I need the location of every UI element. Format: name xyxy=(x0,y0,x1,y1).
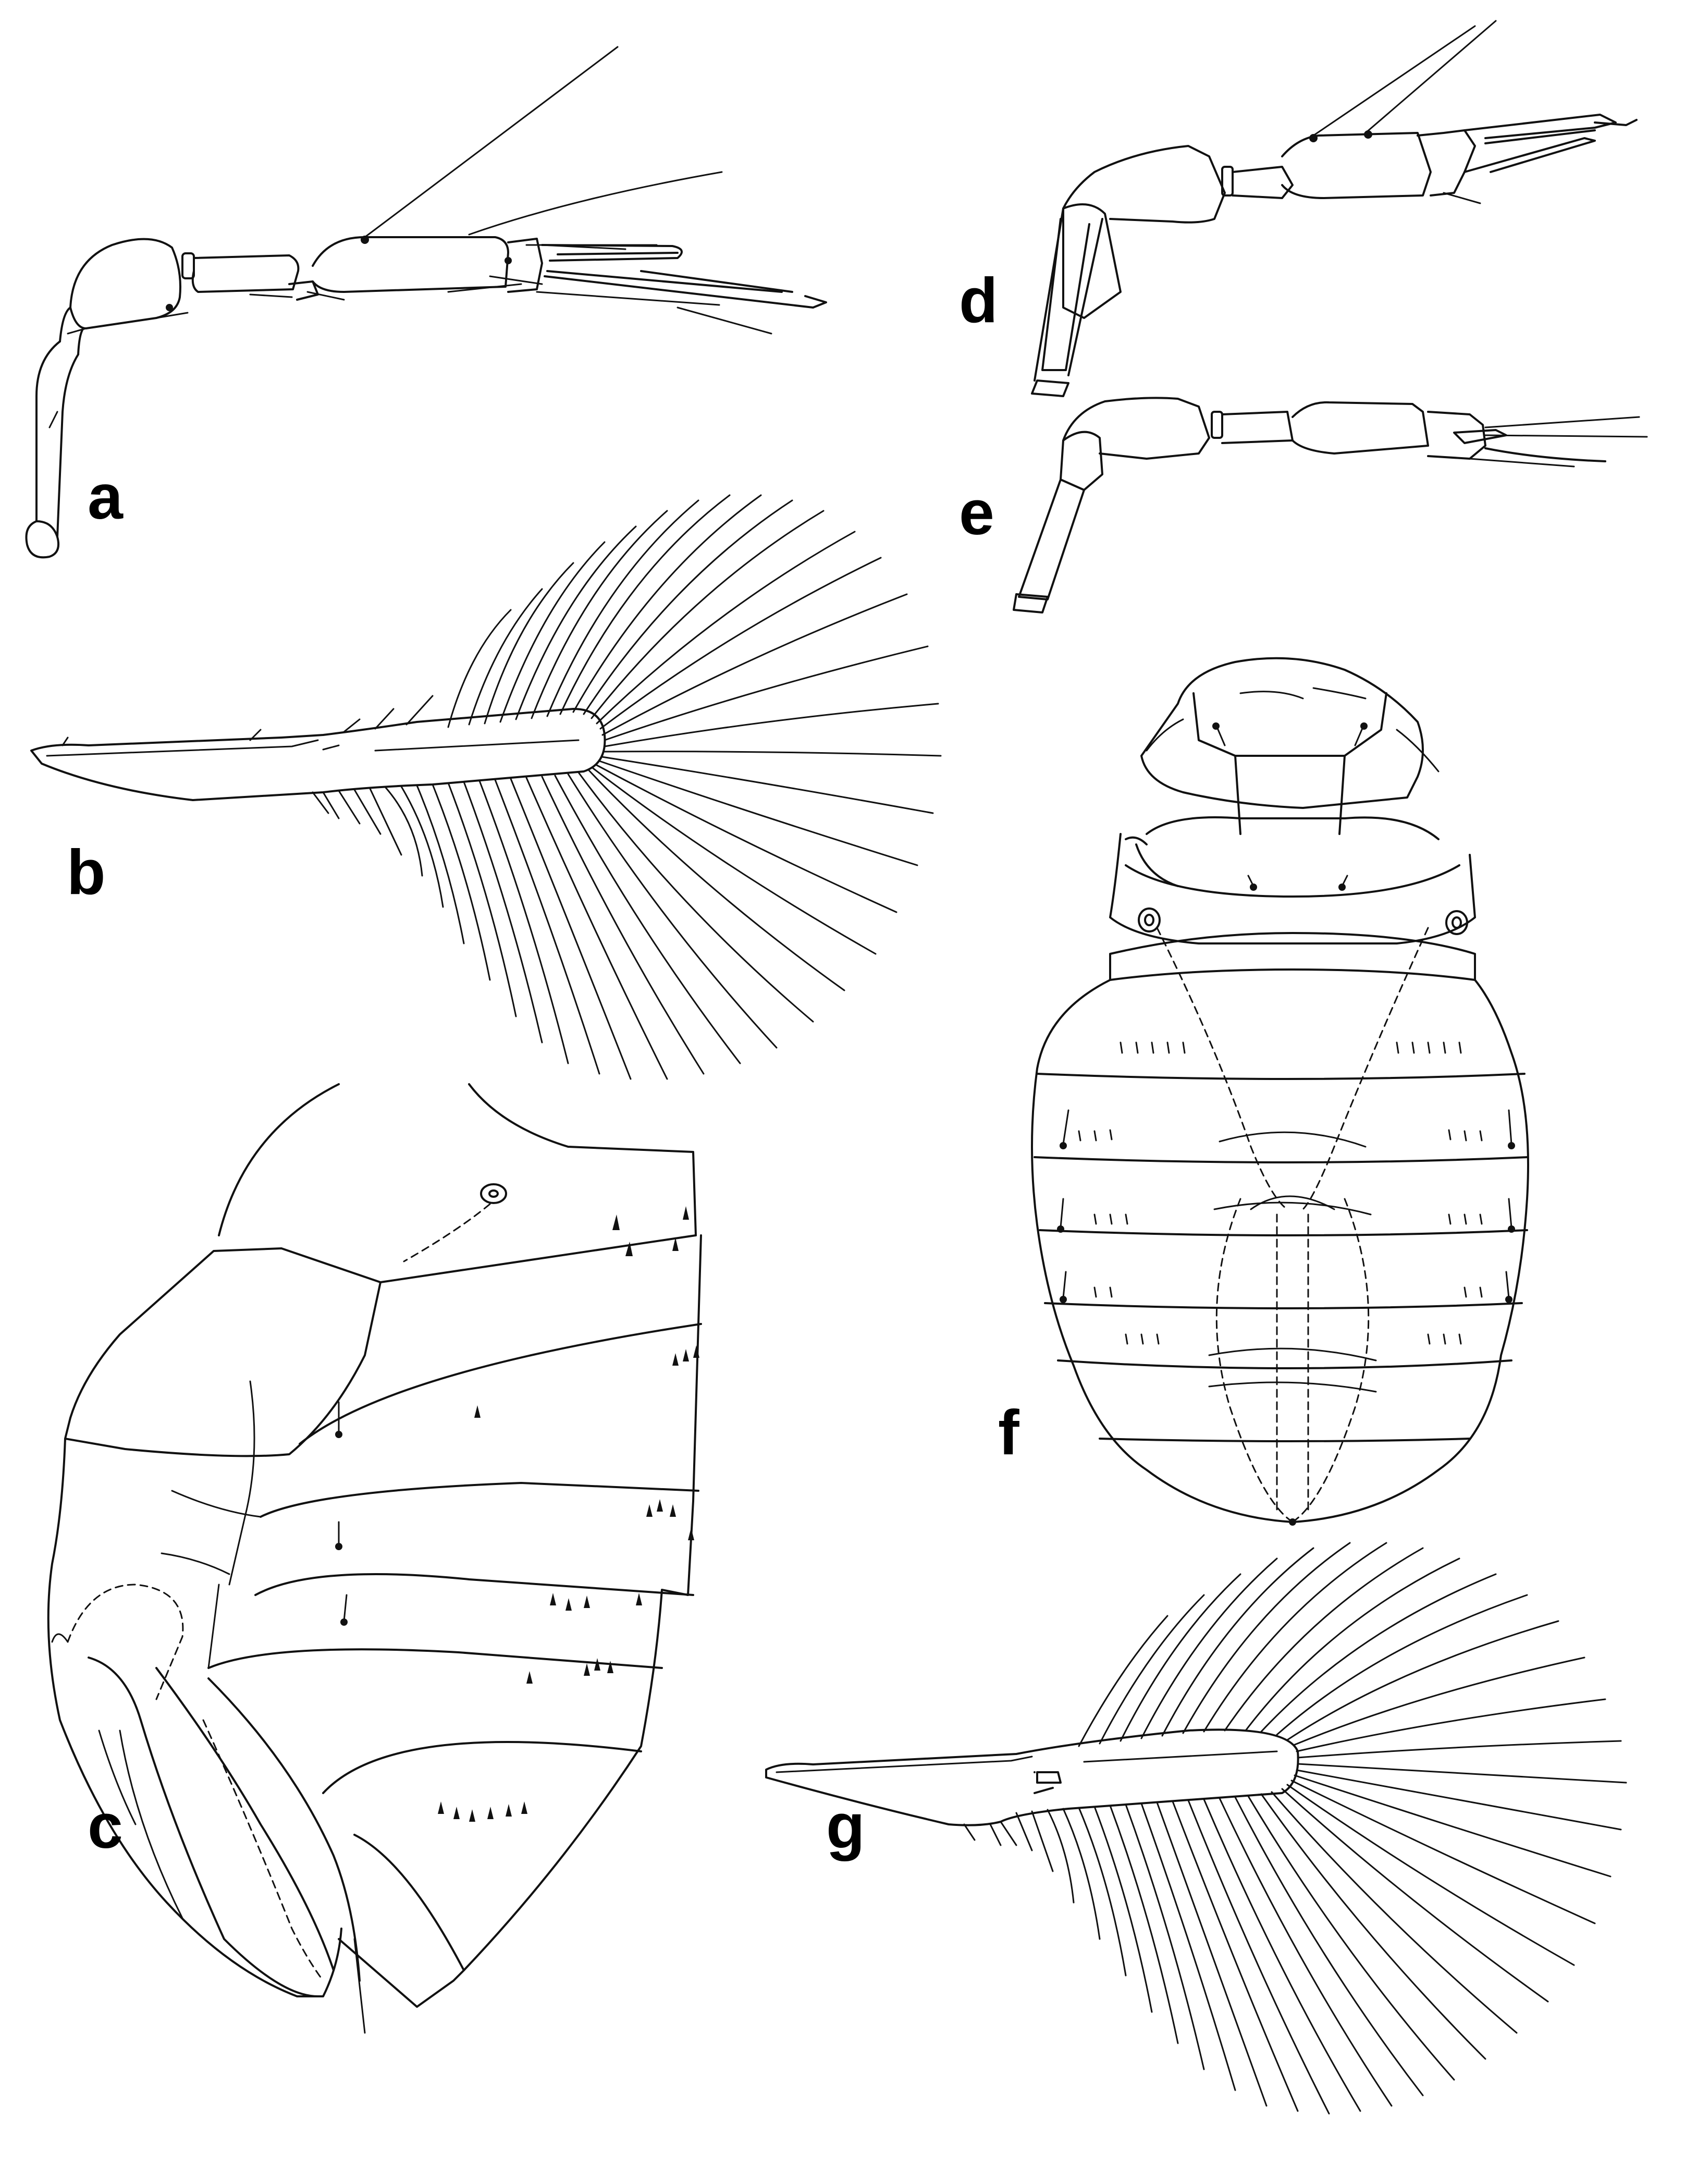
panel-e-leg xyxy=(1013,397,1648,614)
panel-label-b: b xyxy=(67,837,106,907)
panel-label-d: d xyxy=(959,265,998,336)
panel-label-f: f xyxy=(998,1397,1019,1468)
panel-g-wing xyxy=(765,1542,1627,2115)
panel-label-g: g xyxy=(826,1790,865,1861)
panel-label-a: a xyxy=(88,461,124,532)
panel-a-leg xyxy=(25,46,827,559)
panel-f-body-dorsal xyxy=(1031,657,1529,1526)
panel-label-e: e xyxy=(959,477,994,548)
panel-b-wing xyxy=(30,494,942,1080)
panel-c-abdomen-lateral xyxy=(47,1083,702,2034)
panel-d-leg xyxy=(1031,20,1638,1794)
panel-label-c: c xyxy=(88,1790,123,1861)
